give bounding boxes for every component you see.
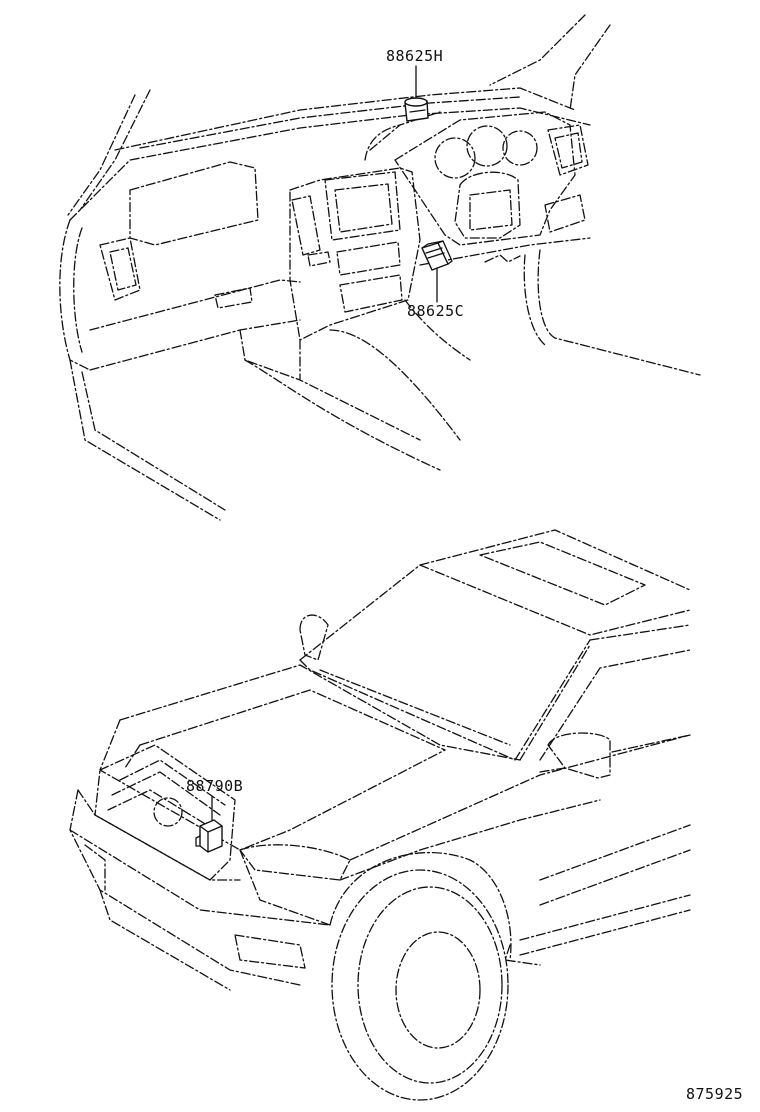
part-88625H-sensor xyxy=(404,97,429,122)
label-88790B: 88790B xyxy=(186,777,244,795)
label-88625H: 88625H xyxy=(386,47,444,65)
label-88625C: 88625C xyxy=(407,302,465,320)
illustration-number: 875925 xyxy=(686,1085,744,1103)
part-88625C-unit xyxy=(421,240,453,271)
dashboard-illustration xyxy=(59,14,701,521)
part-88790B-sensor xyxy=(195,819,223,853)
vehicle-illustration xyxy=(69,529,691,1101)
